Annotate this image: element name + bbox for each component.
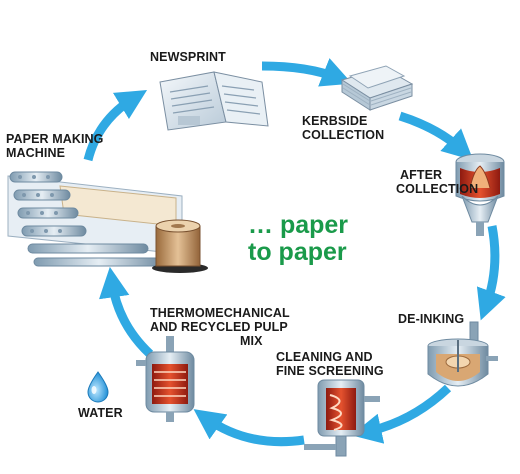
label-water: WATER bbox=[78, 406, 123, 420]
label-newsprint: NEWSPRINT bbox=[150, 50, 226, 64]
label-line: KERBSIDE bbox=[302, 114, 368, 128]
label-line: MIX bbox=[240, 334, 263, 348]
arrow-pulp-to-machine bbox=[99, 266, 154, 358]
pulp-mix-tank-icon bbox=[136, 336, 195, 422]
screening-unit-icon bbox=[304, 379, 380, 457]
label-line: PAPER MAKING bbox=[6, 132, 104, 146]
label-line: AFTER bbox=[400, 168, 443, 182]
paper-machine-icon bbox=[7, 171, 208, 273]
label-line: AND RECYCLED PULP bbox=[150, 320, 288, 334]
arrow-newsprint-to-kerbside bbox=[261, 58, 353, 87]
newspaper-icon bbox=[159, 71, 269, 131]
cycle-arrows bbox=[83, 58, 506, 447]
label-cleaning-fine-screening: CLEANING AND FINE SCREENING bbox=[276, 350, 384, 378]
label-line: COLLECTION bbox=[302, 128, 385, 142]
label-line: MACHINE bbox=[6, 146, 66, 160]
arrow-cleaning-to-pulp bbox=[193, 409, 305, 447]
arrow-kerbside-to-after bbox=[398, 111, 474, 161]
label-line: CLEANING AND bbox=[276, 350, 373, 364]
label-line: THERMOMECHANICAL bbox=[150, 306, 290, 320]
pulper-tank-icon bbox=[455, 153, 505, 236]
arrow-deinking-to-cleaning bbox=[351, 384, 452, 444]
newspaper-stack-icon bbox=[340, 65, 414, 111]
label-line: WATER bbox=[78, 406, 123, 420]
center-caption-line: … paper bbox=[248, 211, 349, 239]
label-line: FINE SCREENING bbox=[276, 364, 384, 378]
label-line: COLLECTION bbox=[396, 182, 479, 196]
label-thermomechanical-pulp-mix: THERMOMECHANICAL AND RECYCLED PULP MIX bbox=[150, 306, 290, 348]
center-caption: … paper to paper bbox=[248, 212, 348, 266]
arrow-after-to-deinking bbox=[476, 225, 506, 321]
arrow-machine-to-newsprint bbox=[83, 90, 148, 162]
deinking-cell-icon bbox=[427, 321, 498, 387]
label-paper-making-machine: PAPER MAKING MACHINE bbox=[6, 132, 104, 160]
center-caption-line: to paper bbox=[248, 238, 347, 266]
label-line: DE-INKING bbox=[398, 312, 465, 326]
label-kerbside-collection: KERBSIDE COLLECTION bbox=[302, 114, 384, 142]
label-de-inking: DE-INKING bbox=[398, 312, 464, 326]
label-after-collection: AFTER COLLECTION bbox=[396, 168, 479, 196]
label-line: NEWSPRINT bbox=[150, 50, 226, 64]
water-drop-icon bbox=[87, 371, 109, 403]
